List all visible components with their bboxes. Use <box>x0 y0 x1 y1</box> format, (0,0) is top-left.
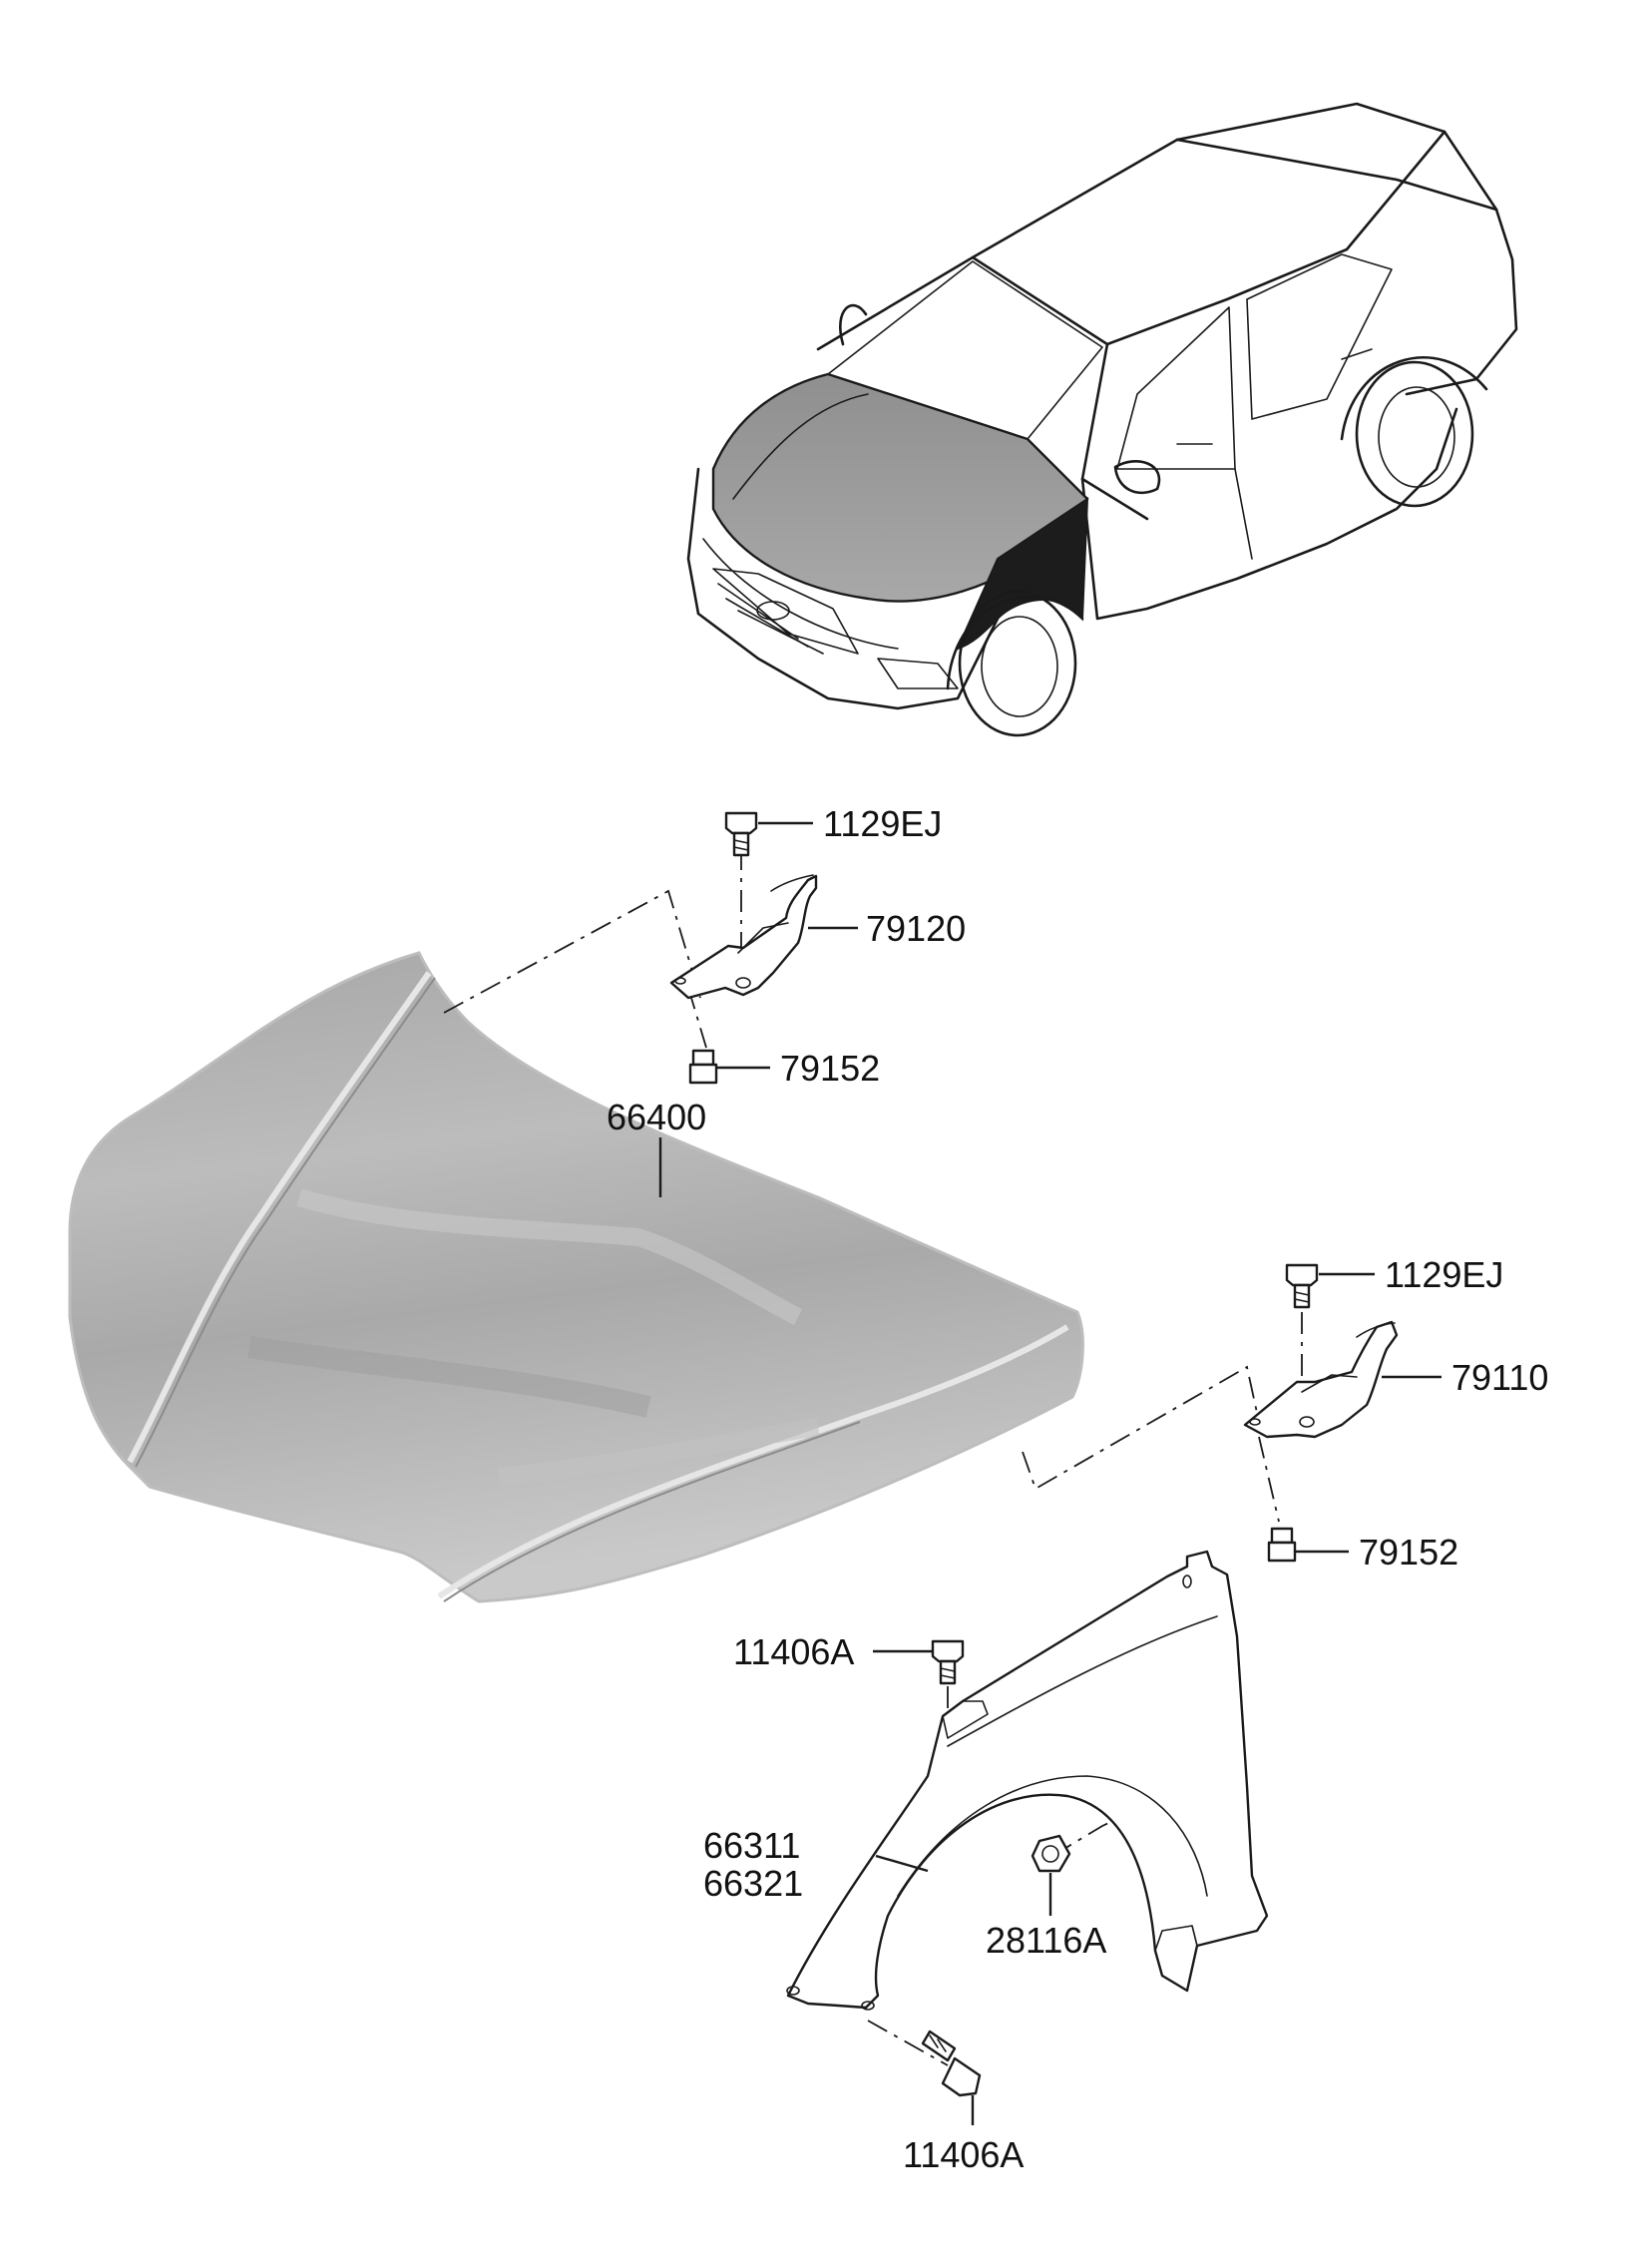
fender-nut-axis <box>1051 1813 1128 1857</box>
hinge-nut-right <box>1267 1527 1297 1563</box>
label-hood: 66400 <box>607 1097 706 1137</box>
fender-nut <box>1031 1834 1071 1873</box>
hinge-left <box>669 874 818 1000</box>
hinge-right <box>1243 1320 1399 1439</box>
label-fender-rh: 66321 <box>703 1863 803 1904</box>
hinge-bolt-right <box>1285 1263 1319 1309</box>
fender-bolt-upper <box>931 1639 965 1685</box>
fender-bolt-axis-lower <box>867 2020 949 2066</box>
label-hinge-bolt-left: 1129EJ <box>823 803 942 844</box>
alignment-line-left <box>443 889 701 1014</box>
label-hinge-nut-left: 79152 <box>780 1048 880 1089</box>
nut-axis-right <box>1258 1436 1280 1523</box>
alignment-line-right <box>1022 1365 1260 1491</box>
label-hinge-bolt-right: 1129EJ <box>1385 1254 1503 1295</box>
label-fender-nut: 28116A <box>986 1920 1106 1961</box>
label-hinge-left: 79120 <box>866 908 966 949</box>
label-fender-bolt-upper: 11406A <box>733 1631 854 1672</box>
hinge-bolt-left <box>724 811 758 857</box>
label-hinge-nut-right: 79152 <box>1359 1532 1458 1573</box>
fender-panel <box>786 1550 1269 2011</box>
label-fender-lh: 66311 <box>703 1825 800 1866</box>
car-hood-highlight <box>711 372 1089 603</box>
fender-bolt-lower <box>921 2030 982 2097</box>
label-fender-bolt-lower: 11406A <box>903 2134 1024 2175</box>
car-overview-illustration <box>686 102 1518 737</box>
label-hinge-right: 79110 <box>1451 1357 1548 1398</box>
hood-panel <box>68 951 1084 1603</box>
hinge-nut-left <box>688 1049 718 1085</box>
